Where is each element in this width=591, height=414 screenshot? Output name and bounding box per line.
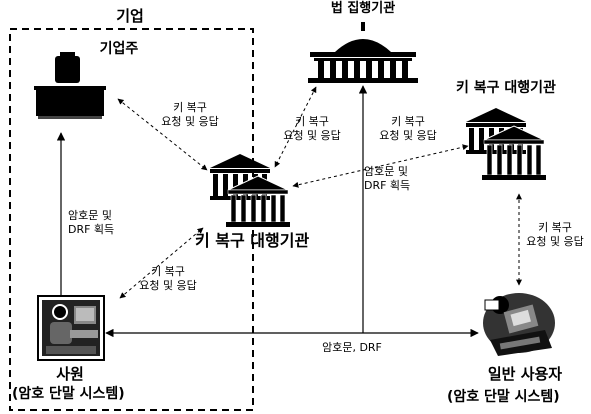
enforcement-edge-line2: DRF 획득: [364, 179, 411, 192]
person-at-computer-icon: [37, 295, 105, 361]
enforcement-edge-line1: 암호문 및: [364, 165, 408, 178]
user-request-line2: 요청 및 응답: [526, 235, 584, 248]
enforcement-request-line2: 요청 및 응답: [283, 129, 341, 142]
bank-building-icon: [210, 154, 290, 227]
owner-edge-line1: 암호문 및: [68, 209, 112, 222]
company-title: 기업: [116, 7, 144, 25]
employee-keyrecovery-arrow: [119, 227, 204, 299]
desk-icon: [34, 52, 106, 119]
enforcement-keyrecovery-arrow: [274, 86, 317, 168]
user-request-line1: 키 복구: [538, 221, 572, 234]
employee-request-line2: 요청 및 응답: [139, 279, 197, 292]
right-request-line2: 요청 및 응답: [379, 129, 437, 142]
bank-building-icon: [466, 108, 546, 180]
courthouse-icon: [308, 22, 418, 83]
employee-request-line1: 키 복구: [151, 265, 185, 278]
right-key-recovery-label: 키 복구 대행기관: [456, 80, 556, 96]
communication-label: 암호문, DRF: [322, 341, 382, 354]
owner-edge-line2: DRF 획득: [68, 223, 115, 236]
employee-system: (암호 단말 시스템): [12, 386, 125, 402]
owner-keyrecovery-arrow: [117, 98, 208, 171]
general-user-name: 일반 사용자: [487, 365, 563, 383]
employee-name: 사원: [56, 365, 84, 383]
general-user-system: (암호 단말 시스템): [447, 389, 560, 405]
enforcement-label: 법 집행기관: [330, 1, 396, 16]
right-request-line1: 키 복구: [391, 115, 425, 128]
owner-request-line1: 키 복구: [173, 101, 207, 114]
owner-label: 기업주: [99, 41, 139, 57]
enforcement-request-line1: 키 복구: [295, 115, 329, 128]
person-at-computer-icon: [483, 293, 555, 356]
central-key-recovery-label: 키 복구 대행기관: [195, 231, 310, 250]
owner-request-line2: 요청 및 응답: [161, 115, 219, 128]
